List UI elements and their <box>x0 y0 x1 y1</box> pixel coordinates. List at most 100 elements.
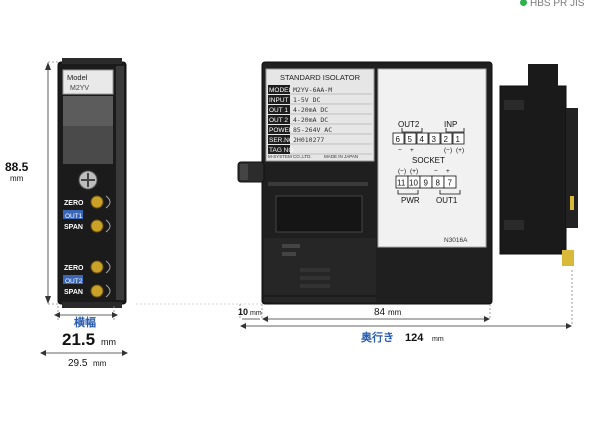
terminal-number: 8 <box>436 179 441 188</box>
outer-width-value: 29.5 <box>68 358 88 369</box>
model-label-card <box>62 69 114 95</box>
depth-unit: mm <box>432 336 444 343</box>
ch2-out-badge <box>63 275 83 284</box>
nameplate-header: STANDARD ISOLATOR <box>280 73 361 82</box>
depth-value: 124 <box>405 332 424 344</box>
body-depth-unit: mm <box>388 308 402 317</box>
terminal-box <box>443 175 457 189</box>
front-top-clip <box>62 58 122 64</box>
nameplate-key: TAG NO <box>269 147 293 154</box>
terminal-box <box>440 132 453 145</box>
vent-slot-5 <box>300 284 330 288</box>
pwr-label: PWR <box>401 196 420 205</box>
terminal-box <box>404 132 417 145</box>
side-window <box>275 195 363 233</box>
front-bottom-clip <box>62 302 122 308</box>
out2-label: OUT2 <box>398 120 420 129</box>
nameplate-key: OUT 2 <box>269 117 288 124</box>
ch2-span-trimmer-icon[interactable] <box>90 284 104 298</box>
model-label-title: Model <box>67 73 88 82</box>
depth-dimensions: 10 mm 84 mm 奥行き 124 mm <box>136 270 573 344</box>
vent-slot-4 <box>300 276 330 280</box>
nameplate-key-bg <box>268 145 290 154</box>
width-unit: mm <box>101 337 116 347</box>
ch2-span-label: SPAN <box>64 289 83 296</box>
polarity-mark: (+) <box>456 147 464 154</box>
model-label-value: M2YV <box>70 85 89 92</box>
socket-latch[interactable] <box>562 250 574 266</box>
nameplate-made-in: MADE IN JAPAN <box>324 154 358 159</box>
terminal-number: 11 <box>397 179 406 188</box>
nameplate-brand: M-SYSTEM CO.,LTD. <box>268 154 312 159</box>
terminal-number: 10 <box>409 179 418 188</box>
out1-label: OUT1 <box>436 196 458 205</box>
socket-top-tab <box>528 64 558 88</box>
terminal-number: 9 <box>424 179 429 188</box>
outer-width-unit: mm <box>93 359 107 368</box>
terminal-number: 1 <box>456 135 461 144</box>
polarity-mark: (+) <box>410 168 418 175</box>
ch1-out-badge <box>63 210 83 219</box>
socket-clip <box>566 108 578 228</box>
ch2-zero-trimmer-icon[interactable] <box>90 260 104 274</box>
inp-label: INP <box>444 120 457 129</box>
depth-label: 奥行き <box>360 330 394 344</box>
nameplate-value: 4-20mA DC <box>293 106 328 114</box>
front-view: Model M2YV ZERO OUT1 SPAN ZERO OUT2 SPAN <box>57 58 127 308</box>
socket-label: SOCKET <box>412 156 445 165</box>
polarity-mark: + <box>446 168 450 175</box>
ch1-out-label: OUT1 <box>65 213 83 220</box>
nameplate-value: 4-20mA DC <box>293 116 328 124</box>
terminal-number: 7 <box>448 179 453 188</box>
terminal-number: 5 <box>408 135 413 144</box>
ch2-zero-label: ZERO <box>64 265 84 272</box>
polarity-mark: − <box>398 147 402 154</box>
nameplate-key-bg <box>268 95 290 104</box>
side-view-details <box>268 182 368 288</box>
body-depth-value: 84 <box>374 307 386 318</box>
nameplate-key-bg <box>268 105 290 114</box>
nameplate-value: 85-264V AC <box>293 126 332 134</box>
nameplate-key: MODEL <box>269 87 293 94</box>
nameplate-value: 1-5V DC <box>293 96 320 104</box>
width-value: 21.5 <box>62 330 95 349</box>
corner-logo-text: HBS PR JIS <box>520 0 584 9</box>
din-socket <box>499 64 578 266</box>
nameplate-key: POWER <box>269 127 294 134</box>
ch1-span-trimmer-icon[interactable] <box>90 219 104 233</box>
nameplate-key-bg <box>268 135 290 144</box>
front-depth-value: 10 <box>238 307 248 317</box>
width-dimension: 横幅 21.5 mm <box>54 306 118 349</box>
terminal-number: 3 <box>432 135 437 144</box>
outer-width-dimension: 29.5 mm <box>40 350 128 369</box>
vent-slot-1 <box>282 244 300 248</box>
ch1-span-label: SPAN <box>64 224 83 231</box>
front-knob-grip <box>240 164 248 180</box>
vent-slot-2 <box>282 252 296 256</box>
terminal-box <box>416 132 429 145</box>
height-dimension: 88.5 mm <box>5 61 58 305</box>
ch1-zero-label: ZERO <box>64 200 84 207</box>
polarity-mark: (−) <box>398 168 406 175</box>
nameplate-key: INPUT <box>269 97 289 104</box>
terminal-number: 2 <box>444 135 449 144</box>
nameplate-key-bg <box>268 125 290 134</box>
top-polarity-row: −+(−)(+) <box>398 147 464 154</box>
polarity-mark: − <box>434 168 438 175</box>
vent-slot-3 <box>300 268 330 272</box>
ch2-out-label: OUT2 <box>65 278 83 285</box>
ch1-zero-trimmer-icon[interactable] <box>90 195 104 209</box>
terminal-number: 4 <box>420 135 425 144</box>
nameplate-key: SER.NO <box>269 137 294 144</box>
nameplate-value: 2H010277 <box>293 136 324 144</box>
nameplate-value: M2YV-6AA-M <box>293 86 332 94</box>
terminal-box <box>392 132 405 145</box>
height-unit: mm <box>10 174 24 183</box>
height-value: 88.5 <box>5 160 29 174</box>
width-label: 横幅 <box>74 315 96 329</box>
